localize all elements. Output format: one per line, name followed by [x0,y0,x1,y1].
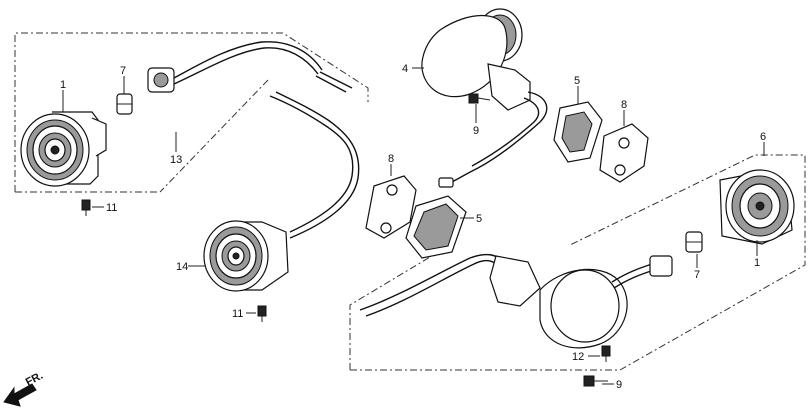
callout-4: 4 [402,63,408,75]
callout-9-top: 9 [473,125,479,137]
screw-part-11-top [81,199,91,216]
front-direction-arrow-icon [3,383,37,407]
callout-1-top: 1 [60,79,66,91]
bulb-part-7-top [116,93,133,115]
callout-1-right: 1 [754,257,760,269]
bolt-part-9-bottom [583,375,608,387]
callout-7-top: 7 [120,65,126,77]
bulb-part-7-right [685,231,703,253]
callout-14: 14 [176,261,188,273]
callout-11-bottom: 11 [232,308,243,320]
group-6-box [349,154,806,371]
socket-harness-13 [147,41,353,93]
screw-part-12 [601,345,611,362]
callout-9-bottom: 9 [616,379,622,391]
callout-5-center: 5 [476,213,482,225]
callout-5-right: 5 [574,75,580,87]
callout-7-right: 7 [694,269,700,281]
lens-part-1-right [719,169,795,245]
leader-lines [62,67,765,385]
lens-part-1-left [20,111,107,187]
front-direction-label: FR. [24,370,45,389]
gasket-part-5-right [553,101,603,163]
turn-signal-part-4 [421,8,548,188]
callout-11-top: 11 [106,202,117,214]
callout-12: 12 [572,351,584,363]
plate-part-8-right [599,123,649,183]
turn-signal-part-14 [203,91,360,292]
turn-signal-part-6 [359,253,673,349]
callout-13: 13 [170,154,182,166]
callout-6: 6 [760,131,766,143]
gasket-part-5-center [405,195,467,259]
callout-8-right: 8 [621,99,627,111]
callout-8-center: 8 [388,153,394,165]
plate-part-8-center [365,175,417,239]
bolt-part-9-top [468,93,491,104]
screw-part-11-bottom [257,305,267,322]
group-13-box [14,32,369,193]
